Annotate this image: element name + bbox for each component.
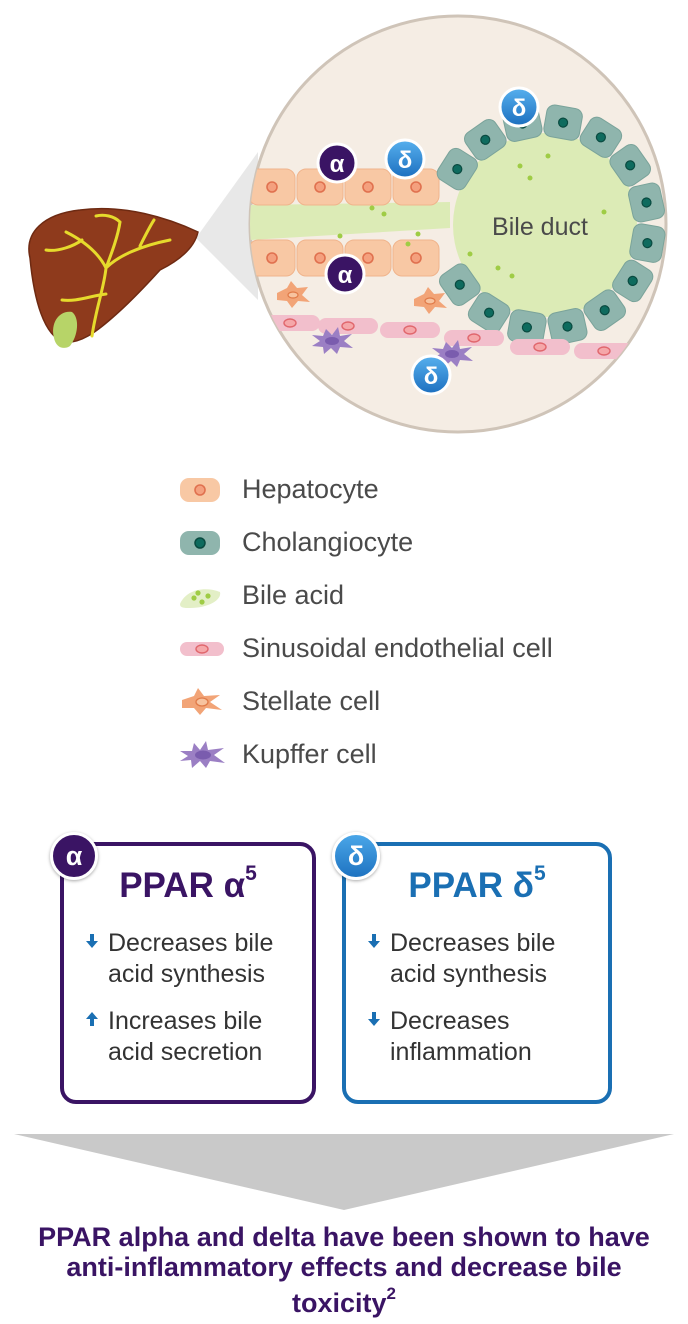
ppar-delta-title: PPAR δ5: [408, 862, 546, 905]
svg-text:δ: δ: [398, 147, 413, 174]
arrow-down-icon: [368, 934, 380, 948]
liver-icon: [28, 152, 258, 348]
effect-text: Decreases bile acid synthesis: [390, 929, 556, 988]
cholangiocyte-cell: [507, 309, 547, 346]
cholangiocyte-cell: [439, 263, 481, 306]
list-item: Decreases bile acid synthesis: [362, 928, 602, 990]
cholangiocyte-icon: [180, 531, 220, 555]
cholangiocyte-cell: [436, 147, 478, 191]
ppar-delta-effects: Decreases bile acid synthesis Decreases …: [362, 928, 602, 1084]
list-item: Decreases inflammation: [362, 1006, 602, 1068]
delta-badge: δ: [332, 832, 380, 880]
stellate-cell-icon: [182, 688, 222, 715]
delta-badge: δ: [498, 86, 540, 128]
delta-badge: δ: [384, 138, 426, 180]
cholangiocyte-cell: [467, 292, 511, 334]
alpha-badge: α: [324, 253, 366, 295]
kupffer-cell-icon: [180, 741, 225, 768]
legend-label: Cholangiocyte: [242, 527, 414, 557]
ppar-alpha-box: α PPAR α5 Decreases bile acid synthesis …: [50, 832, 316, 1104]
cholangiocyte-cell: [579, 116, 623, 158]
legend-item-kupffer: Kupffer cell: [178, 733, 598, 786]
cholangiocyte-cell: [583, 289, 626, 331]
legend-label: Stellate cell: [242, 686, 381, 716]
legend-label: Hepatocyte: [242, 474, 379, 504]
legend-item-sinusoidal: Sinusoidal endothelial cell: [178, 627, 598, 680]
ppar-delta-box: δ PPAR δ5 Decreases bile acid synthesis …: [332, 832, 612, 1104]
cholangiocyte-cell: [464, 119, 507, 161]
ppar-alpha-title: PPAR α5: [119, 862, 257, 905]
cholangiocyte-cell: [629, 223, 666, 263]
effect-text: Decreases bile acid synthesis: [108, 929, 274, 988]
cholangiocyte-cell: [612, 259, 654, 303]
arrow-down-icon: [86, 934, 98, 948]
hepatocyte-icon: [180, 478, 220, 502]
cholangiocyte-cell: [547, 308, 588, 345]
cholangiocyte-ring: [436, 104, 666, 346]
ppar-alpha-effects: Decreases bile acid synthesis Increases …: [80, 928, 306, 1084]
bile-duct-label: Bile duct: [492, 213, 588, 241]
svg-text:δ: δ: [512, 95, 527, 122]
legend: Hepatocyte Cholangiocyte Bile acid Sinus…: [178, 468, 598, 786]
legend-item-stellate: Stellate cell: [178, 680, 598, 733]
list-item: Decreases bile acid synthesis: [80, 928, 306, 990]
legend-item-bile-acid: Bile acid: [178, 574, 598, 627]
effect-text: Increases bile acid secretion: [108, 1007, 263, 1066]
effect-text: Decreases inflammation: [390, 1007, 532, 1066]
legend-label: Sinusoidal endothelial cell: [242, 633, 553, 663]
alpha-badge: α: [50, 832, 98, 880]
svg-text:δ: δ: [424, 363, 439, 390]
cholangiocyte-cell: [628, 182, 665, 223]
legend-label: Bile acid: [242, 580, 345, 610]
summary-arrow-band: [14, 1134, 674, 1210]
svg-text:α: α: [338, 262, 353, 289]
delta-badge: δ: [410, 354, 452, 396]
bile-acid-icon: [180, 589, 221, 608]
legend-label: Kupffer cell: [242, 739, 377, 769]
alpha-badge: α: [316, 142, 358, 184]
conclusion-text: PPAR alpha and delta have been shown to …: [38, 1222, 650, 1318]
arrow-up-icon: [86, 1012, 98, 1026]
legend-item-hepatocyte: Hepatocyte: [178, 468, 598, 521]
svg-text:α: α: [330, 151, 345, 178]
cholangiocyte-cell: [609, 144, 651, 187]
list-item: Increases bile acid secretion: [80, 1006, 306, 1068]
liver-zoom-illustration: Bile duct α α δ δ δ: [28, 14, 668, 434]
sinusoidal-cell-icon: [180, 642, 224, 656]
arrow-down-icon: [368, 1012, 380, 1026]
legend-item-cholangiocyte: Cholangiocyte: [178, 521, 598, 574]
cholangiocyte-cell: [543, 104, 583, 141]
